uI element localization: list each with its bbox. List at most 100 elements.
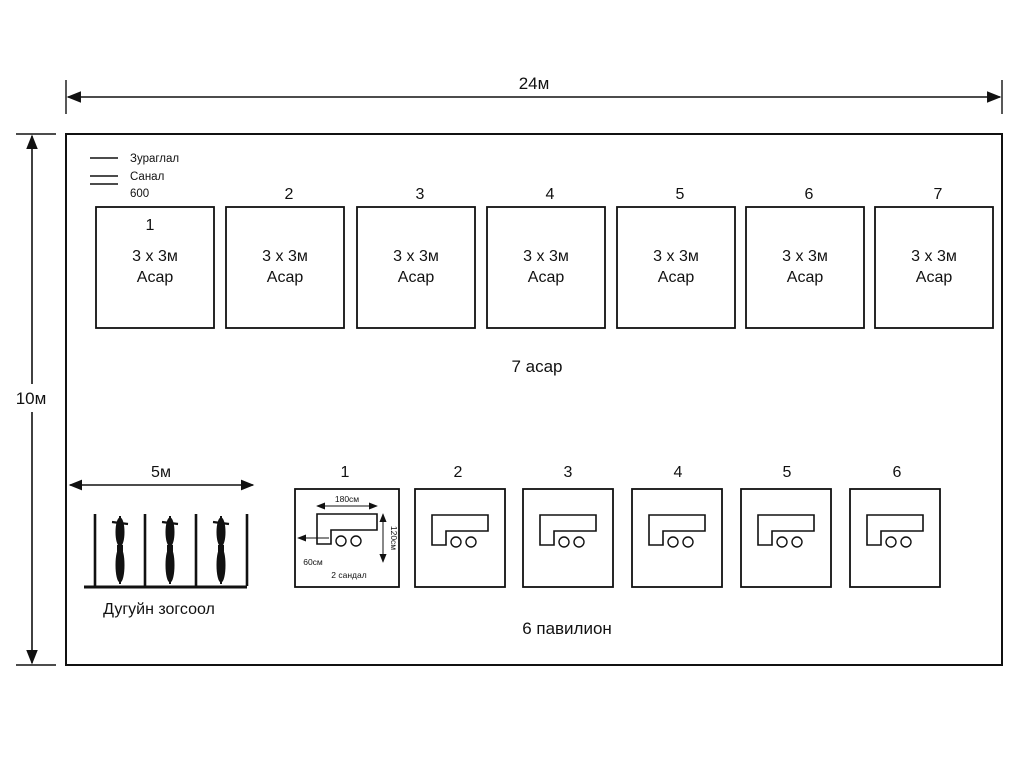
pavilion-2: 2 xyxy=(414,464,506,588)
pavilion-box xyxy=(631,488,723,588)
pavilion-box xyxy=(414,488,506,588)
bike-seat xyxy=(167,545,173,554)
tent-6: 6 3 x 3м Асар xyxy=(745,186,865,329)
tent-box xyxy=(95,206,215,329)
tent-name: Асар xyxy=(528,269,565,286)
site-boundary xyxy=(65,133,1003,666)
tent-size: 3 x 3м xyxy=(653,248,699,265)
width-dim-label: 24м xyxy=(519,74,550,93)
bike-parking-label: Дугуйн зогсоол xyxy=(103,601,215,618)
tent-size: 3 x 3м xyxy=(782,248,828,265)
chair-icon xyxy=(682,536,694,548)
bicycle-icon xyxy=(161,516,179,584)
bike-width-label: 5м xyxy=(151,464,171,481)
chair-icon xyxy=(558,536,570,548)
tents-count-label: 7 асар xyxy=(511,357,562,376)
tent-number: 7 xyxy=(934,186,943,203)
counter-shape xyxy=(866,514,924,546)
pavilion-4: 4 xyxy=(631,464,723,588)
counter-depth-label: 120см xyxy=(389,526,399,550)
counter-shape xyxy=(539,514,597,546)
bicycle-icon xyxy=(111,516,129,584)
tent-number: 6 xyxy=(805,186,814,203)
chair-icon xyxy=(335,535,347,547)
chair-icon xyxy=(465,536,477,548)
tent-box xyxy=(745,206,865,329)
pavilions-count-label: 6 павилион xyxy=(522,619,612,638)
tent-name: Асар xyxy=(787,269,824,286)
pavilion-5: 5 xyxy=(740,464,832,588)
legend-item-2: Санал xyxy=(130,171,164,183)
height-dim-label-bg xyxy=(10,384,52,412)
chair-icon xyxy=(900,536,912,548)
tent-number: 3 xyxy=(416,186,425,203)
tent-2: 2 3 x 3м Асар xyxy=(225,186,345,329)
legend-code: 600 xyxy=(130,188,149,200)
pavilion-number: 5 xyxy=(783,464,792,481)
tent-5: 5 3 x 3м Асар xyxy=(616,186,736,329)
pavilions-row: 1 180см 120см 60см 2 сандал 2 3 4 5 6 xyxy=(294,464,941,588)
tent-name: Асар xyxy=(658,269,695,286)
pavilion-box xyxy=(849,488,941,588)
legend: Зураглал Санал 600 xyxy=(90,153,179,200)
tent-3: 3 3 x 3м Асар xyxy=(356,186,476,329)
tent-number: 4 xyxy=(546,186,555,203)
tent-box xyxy=(225,206,345,329)
counter-shape xyxy=(648,514,706,546)
tent-box xyxy=(874,206,994,329)
chair-icon xyxy=(776,536,788,548)
leg-width-label: 60см xyxy=(303,557,323,567)
pavilion-number: 6 xyxy=(893,464,902,481)
legend-item-1: Зураглал xyxy=(130,153,179,165)
counter-shape xyxy=(757,514,815,546)
tent-box xyxy=(486,206,606,329)
tent-1: 1 3 x 3м Асар xyxy=(95,206,215,329)
tent-name: Асар xyxy=(267,269,304,286)
tent-number: 5 xyxy=(676,186,685,203)
tent-size: 3 x 3м xyxy=(523,248,569,265)
pavilion-number: 4 xyxy=(674,464,683,481)
tent-size: 3 x 3м xyxy=(262,248,308,265)
height-dim-label: 10м xyxy=(16,389,47,408)
height-dimension: 10м xyxy=(10,133,56,666)
chair-icon xyxy=(350,535,362,547)
pavilion-number: 3 xyxy=(564,464,573,481)
tent-4: 4 3 x 3м Асар xyxy=(486,186,606,329)
counter-shape xyxy=(316,513,378,545)
chair-icon xyxy=(667,536,679,548)
tent-7: 7 3 x 3м Асар xyxy=(874,186,994,329)
tent-number: 1 xyxy=(146,217,155,234)
pavilion-6: 6 xyxy=(849,464,941,588)
counter-width-label: 180см xyxy=(335,494,359,504)
bike-seat xyxy=(218,545,224,554)
pavilion-3: 3 xyxy=(522,464,614,588)
tent-size: 3 x 3м xyxy=(132,248,178,265)
tent-box xyxy=(356,206,476,329)
chair-icon xyxy=(791,536,803,548)
tent-box xyxy=(616,206,736,329)
pavilion-box xyxy=(522,488,614,588)
tent-size: 3 x 3м xyxy=(393,248,439,265)
bicycle-icon xyxy=(212,516,230,584)
pavilion-1: 1 180см 120см 60см 2 сандал xyxy=(294,464,400,588)
counter-shape xyxy=(431,514,489,546)
pavilion-box xyxy=(294,488,400,588)
tent-number: 2 xyxy=(285,186,294,203)
bike-rack xyxy=(84,514,249,589)
pavilion-box xyxy=(740,488,832,588)
bike-parking: 5м Дугуйн зогсоол xyxy=(68,464,255,618)
width-dimension: 24м xyxy=(65,74,1003,114)
chair-icon xyxy=(450,536,462,548)
chair-icon xyxy=(885,536,897,548)
bike-seat xyxy=(117,545,123,554)
chairs-label: 2 сандал xyxy=(331,570,366,580)
tents-row: 1 3 x 3м Асар 2 3 x 3м Асар 3 3 x 3м Асар 4 3 x 3м… xyxy=(95,186,994,329)
tent-name: Асар xyxy=(398,269,435,286)
chair-icon xyxy=(573,536,585,548)
tent-size: 3 x 3м xyxy=(911,248,957,265)
pavilion-number: 1 xyxy=(341,464,350,481)
pavilion-number: 2 xyxy=(454,464,463,481)
tent-name: Асар xyxy=(916,269,953,286)
tent-name: Асар xyxy=(137,269,174,286)
